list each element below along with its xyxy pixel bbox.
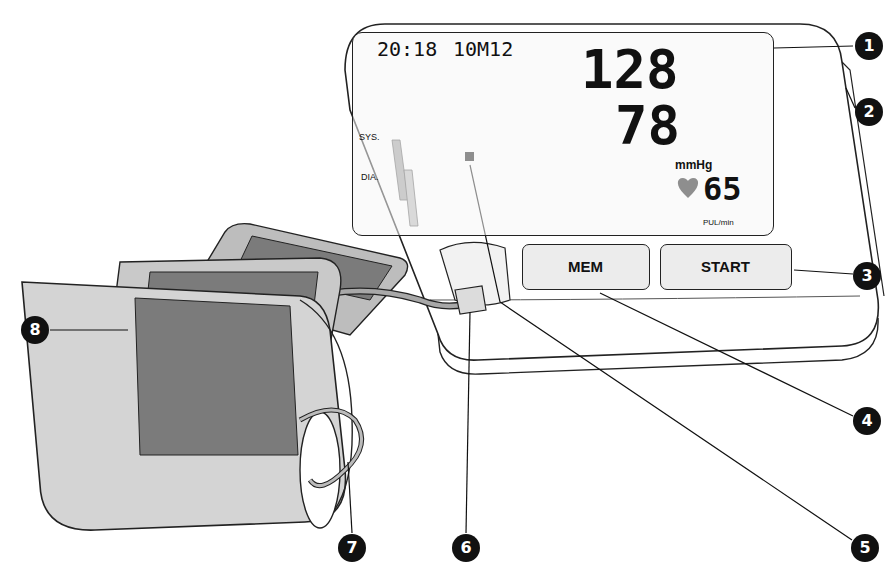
systolic-value: 128 <box>581 43 679 97</box>
leader-line <box>774 46 853 48</box>
leader-line <box>466 312 470 533</box>
callout-circle <box>853 262 881 290</box>
callout-circle <box>21 316 49 344</box>
leader-line <box>50 329 128 330</box>
clock-readout: 20:18 <box>377 39 437 59</box>
diastolic-value: 78 <box>615 99 680 153</box>
lcd-display: 20:18 10M12SYS. DIA. 12878 mmHg 65PUL/min <box>352 32 774 236</box>
housing-edge <box>842 62 884 296</box>
leader-line <box>794 270 853 274</box>
cuff-tube <box>300 410 362 486</box>
start-button: START <box>660 244 792 290</box>
callout-circle <box>855 98 883 126</box>
callout-number: 8 <box>22 317 48 343</box>
callout-circle <box>855 32 883 60</box>
button-label: START <box>701 259 750 274</box>
date-readout: 10M12 <box>453 39 513 59</box>
callout-number: 5 <box>852 535 878 561</box>
callout-number: 6 <box>453 535 479 561</box>
sys-label: SYS. <box>359 133 380 142</box>
tube-plug <box>455 286 486 314</box>
callout-number: 4 <box>854 408 880 434</box>
callout-circle <box>338 534 366 562</box>
pulse-unit: PUL/min <box>703 219 734 227</box>
monitor-housing <box>345 24 878 360</box>
cuff-front <box>22 282 346 530</box>
callout-circle <box>851 534 879 562</box>
callout-number: 1 <box>856 33 882 59</box>
button-label: MEM <box>568 259 603 274</box>
leader-line <box>600 293 853 416</box>
callout-number: 3 <box>854 263 880 289</box>
cuff-ring <box>300 412 340 528</box>
leader-line <box>348 462 352 533</box>
callout-circle <box>452 534 480 562</box>
leader-line <box>846 88 855 108</box>
callout-number: 2 <box>856 99 882 125</box>
cuff-tube <box>300 410 362 486</box>
pulse-value: 65 <box>703 173 742 205</box>
callout-number: 7 <box>339 535 365 561</box>
velcro-patch <box>135 298 298 455</box>
dia-label: DIA. <box>361 173 379 182</box>
housing-base <box>438 318 878 374</box>
unit-label: mmHg <box>675 159 712 171</box>
mem-button: MEM <box>522 244 650 290</box>
callout-circle <box>853 407 881 435</box>
